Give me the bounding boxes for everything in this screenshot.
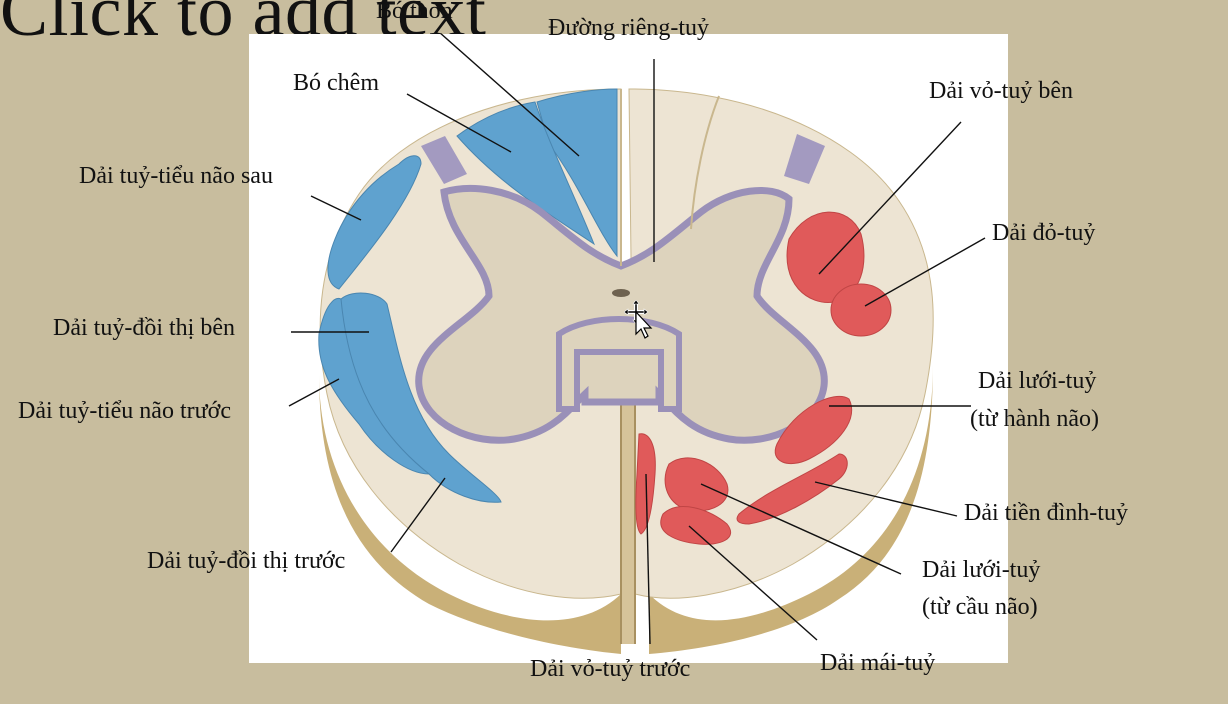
label-dai-luoi-tuy-hanh-nao-1: Dải lưới-tuỷ — [978, 368, 1097, 394]
posterior-spinocerebellar-tract — [327, 155, 422, 290]
label-bo-chem: Bó chêm — [293, 70, 379, 96]
label-dai-tuy-tieu-nao-truoc: Dải tuỷ-tiểu não trước — [18, 398, 231, 424]
leader-dai-tuy-tieu-nao-sau — [310, 195, 362, 221]
leader-dai-do-tuy — [864, 237, 986, 307]
anterior-spinocerebellar-tract — [318, 297, 431, 475]
grey-commissure — [556, 316, 682, 412]
rubrospinal-tract — [830, 283, 892, 337]
pontine-reticulospinal-tract — [664, 457, 729, 512]
vestibulospinal-tract — [736, 453, 848, 525]
lateral-corticospinal-tract — [786, 211, 865, 303]
label-dai-mai-tuy: Dải mái-tuỷ — [820, 650, 936, 676]
label-dai-luoi-tuy-cau-nao-2: (từ cầu não) — [922, 594, 1038, 620]
leader-bo-thon — [440, 34, 580, 157]
label-dai-luoi-tuy-cau-nao-1: Dải lưới-tuỷ — [922, 557, 1041, 583]
anterior-median-fissure — [620, 404, 636, 644]
cord-side-surface-right — [649, 364, 933, 654]
move-cursor-icon — [624, 300, 653, 339]
label-dai-tuy-doi-thi-truoc: Dải tuỷ-đồi thị trước — [147, 548, 346, 574]
leader-dai-tuy-tieu-nao-truoc — [288, 378, 340, 407]
leader-dai-vo-tuy-ben — [818, 121, 962, 275]
label-dai-luoi-tuy-hanh-nao-2: (từ hành não) — [970, 406, 1099, 432]
label-dai-do-tuy: Dải đỏ-tuỷ — [992, 220, 1096, 246]
fissure-fill — [622, 404, 634, 644]
right-posterior-septa — [690, 95, 720, 230]
cord-side-surface — [319, 374, 621, 654]
fasciculus-gracilis — [536, 88, 618, 258]
tectospinal-tract — [660, 506, 731, 545]
label-dai-vo-tuy-ben: Dải vỏ-tuỷ bên — [929, 78, 1073, 104]
dorsal-horn-cap-left — [421, 136, 467, 184]
dorsal-horn-cap-right — [784, 134, 825, 184]
label-bo-thon: Bó thon — [376, 0, 453, 24]
leader-bo-chem — [406, 93, 512, 153]
label-duong-rieng-tuy: Đường riêng-tuỷ — [548, 15, 710, 41]
spinal-cord-diagram — [288, 34, 986, 654]
label-dai-tuy-tieu-nao-sau: Dải tuỷ-tiểu não sau — [79, 163, 273, 189]
label-dai-tuy-doi-thi-ben: Dải tuỷ-đồi thị bên — [53, 315, 235, 341]
leader-dai-tien-dinh-tuy — [814, 481, 958, 517]
fasciculus-cuneatus — [456, 101, 596, 246]
leader-lines — [288, 34, 986, 645]
leader-dai-luoi-tuy-cau-nao — [700, 483, 902, 575]
label-dai-tien-dinh-tuy: Dải tiền đình-tuỷ — [964, 500, 1128, 526]
leader-dai-vo-tuy-truoc — [645, 473, 651, 645]
medullary-reticulospinal-tract — [774, 395, 853, 464]
spinal-cord-figure — [249, 34, 1008, 663]
leader-dai-mai-tuy — [688, 525, 818, 641]
label-dai-vo-tuy-truoc: Dải vỏ-tuỷ trước — [530, 656, 691, 682]
central-canal — [612, 289, 630, 297]
leader-dai-tuy-doi-thi-truoc — [390, 477, 446, 553]
